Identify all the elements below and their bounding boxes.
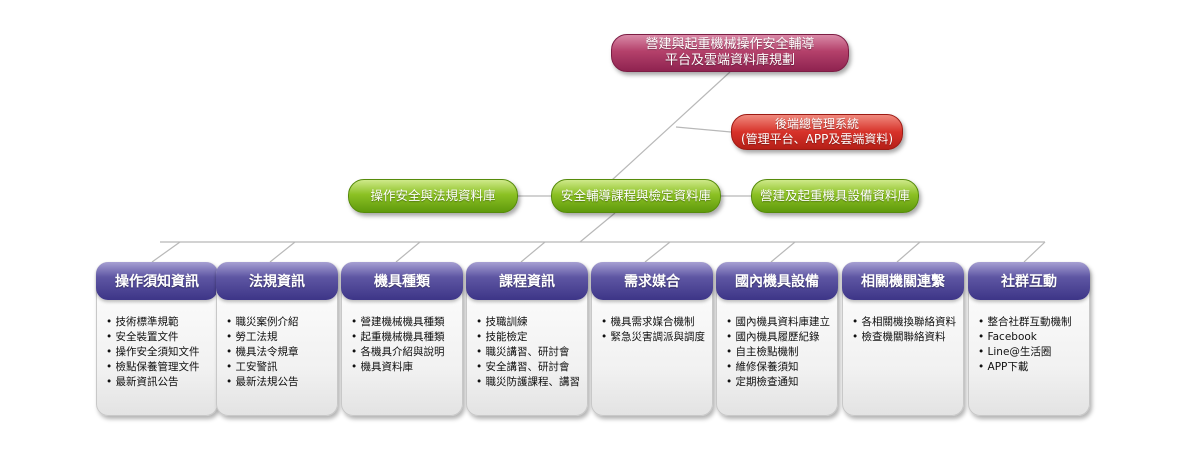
list-item: 各機具介紹與說明	[351, 345, 458, 360]
list-item: 營建機械機具種類	[351, 315, 458, 330]
connector-drop-1	[151, 241, 181, 263]
list-item: 最新法規公告	[226, 375, 333, 390]
backend-node-line2: (管理平台、APP及雲端資料)	[740, 132, 894, 146]
list-item: 技能檢定	[476, 330, 583, 345]
connector-drop-7	[896, 241, 921, 263]
list-item: 國內機具資料庫建立	[726, 315, 833, 330]
list-item: 勞工法規	[226, 330, 333, 345]
backend-node: 後端總管理系統 (管理平台、APP及雲端資料)	[731, 114, 903, 150]
category-title: 相關機關連繫	[842, 262, 964, 300]
root-node-line1: 營建與起重機械操作安全輔導	[645, 36, 815, 52]
list-item: 最新資訊公告	[106, 375, 213, 390]
backend-node-line1: 後端總管理系統	[774, 117, 859, 131]
list-item: 各相關機換聯絡資料	[852, 315, 959, 330]
connector-drop-3	[395, 241, 421, 263]
list-item: 整合社群互動機制	[978, 315, 1085, 330]
category-title: 國內機具設備	[716, 262, 838, 300]
list-item: 機具需求媒合機制	[601, 315, 708, 330]
list-item: 緊急災害調派與調度	[601, 330, 708, 345]
list-item: 安全裝置文件	[106, 330, 213, 345]
list-item: Line@生活圈	[978, 345, 1085, 360]
list-item: 工安警訊	[226, 360, 333, 375]
list-item: 職災防護課程、講習	[476, 375, 583, 390]
root-node-line2: 平台及雲端資料庫規劃	[664, 53, 795, 68]
list-item: 技職訓練	[476, 315, 583, 330]
category-box-2: 法規資訊 職災案例介紹 勞工法規 機具法令規章 工安警訊 最新法規公告	[216, 262, 338, 416]
category-box-1: 操作須知資訊 技術標準規範 安全裝置文件 操作安全須知文件 檢點保養管理文件 最…	[96, 262, 218, 416]
list-item: 職災案例介紹	[226, 315, 333, 330]
category-box-3: 機具種類 營建機械機具種類 起重機械機具種類 各機具介紹與說明 機具資料庫	[341, 262, 463, 416]
list-item: 操作安全須知文件	[106, 345, 213, 360]
connector-drop-4	[520, 241, 546, 263]
list-item: 檢查機關聯絡資料	[852, 330, 959, 345]
category-list: 國內機具資料庫建立 國內機具履歷紀錄 自主檢點機制 維修保養須知 定期檢查通知	[726, 315, 833, 390]
db-node-operation-regulation: 操作安全與法規資料庫	[348, 179, 518, 213]
category-title: 需求媒合	[591, 262, 713, 300]
category-list: 機具需求媒合機制 緊急災害調派與調度	[601, 315, 708, 345]
category-box-6: 國內機具設備 國內機具資料庫建立 國內機具履歷紀錄 自主檢點機制 維修保養須知 …	[716, 262, 838, 416]
category-title: 操作須知資訊	[96, 262, 218, 300]
category-list: 技術標準規範 安全裝置文件 操作安全須知文件 檢點保養管理文件 最新資訊公告	[106, 315, 213, 390]
list-item: 定期檢查通知	[726, 375, 833, 390]
category-title: 課程資訊	[466, 262, 588, 300]
connector-drop-6	[770, 241, 796, 263]
category-box-8: 社群互動 整合社群互動機制 Facebook Line@生活圈 APP下載	[968, 262, 1090, 416]
list-item: 維修保養須知	[726, 360, 833, 375]
category-list: 整合社群互動機制 Facebook Line@生活圈 APP下載	[978, 315, 1085, 375]
category-box-4: 課程資訊 技職訓練 技能檢定 職災講習、研討會 安全講習、研討會 職災防護課程、…	[466, 262, 588, 416]
root-node: 營建與起重機械操作安全輔導 平台及雲端資料庫規劃	[611, 34, 849, 72]
connector-drop-8	[1023, 241, 1046, 263]
connector-root-center	[611, 71, 731, 181]
connector-backend	[675, 126, 732, 133]
category-list: 各相關機換聯絡資料 檢查機關聯絡資料	[852, 315, 959, 345]
list-item: 起重機械機具種類	[351, 330, 458, 345]
list-item: 職災講習、研討會	[476, 345, 583, 360]
list-item: 自主檢點機制	[726, 345, 833, 360]
list-item: 機具資料庫	[351, 360, 458, 375]
connector-db-bus	[579, 212, 616, 243]
category-title: 法規資訊	[216, 262, 338, 300]
list-item: 機具法令規章	[226, 345, 333, 360]
category-list: 職災案例介紹 勞工法規 機具法令規章 工安警訊 最新法規公告	[226, 315, 333, 390]
db-node-course-certification: 安全輔導課程與檢定資料庫	[551, 179, 721, 213]
category-box-5: 需求媒合 機具需求媒合機制 緊急災害調派與調度	[591, 262, 713, 416]
category-title: 社群互動	[968, 262, 1090, 300]
list-item: 國內機具履歷紀錄	[726, 330, 833, 345]
category-title: 機具種類	[341, 262, 463, 300]
connector-drop-2	[269, 241, 296, 263]
category-list: 營建機械機具種類 起重機械機具種類 各機具介紹與說明 機具資料庫	[351, 315, 458, 375]
list-item: APP下載	[978, 360, 1085, 375]
list-item: 檢點保養管理文件	[106, 360, 213, 375]
list-item: 技術標準規範	[106, 315, 213, 330]
connector-drop-5	[644, 241, 671, 263]
db-node-equipment: 營建及起重機具設備資料庫	[751, 179, 919, 213]
list-item: 安全講習、研討會	[476, 360, 583, 375]
category-list: 技職訓練 技能檢定 職災講習、研討會 安全講習、研討會 職災防護課程、講習	[476, 315, 583, 390]
list-item: Facebook	[978, 330, 1085, 345]
category-box-7: 相關機關連繫 各相關機換聯絡資料 檢查機關聯絡資料	[842, 262, 964, 416]
